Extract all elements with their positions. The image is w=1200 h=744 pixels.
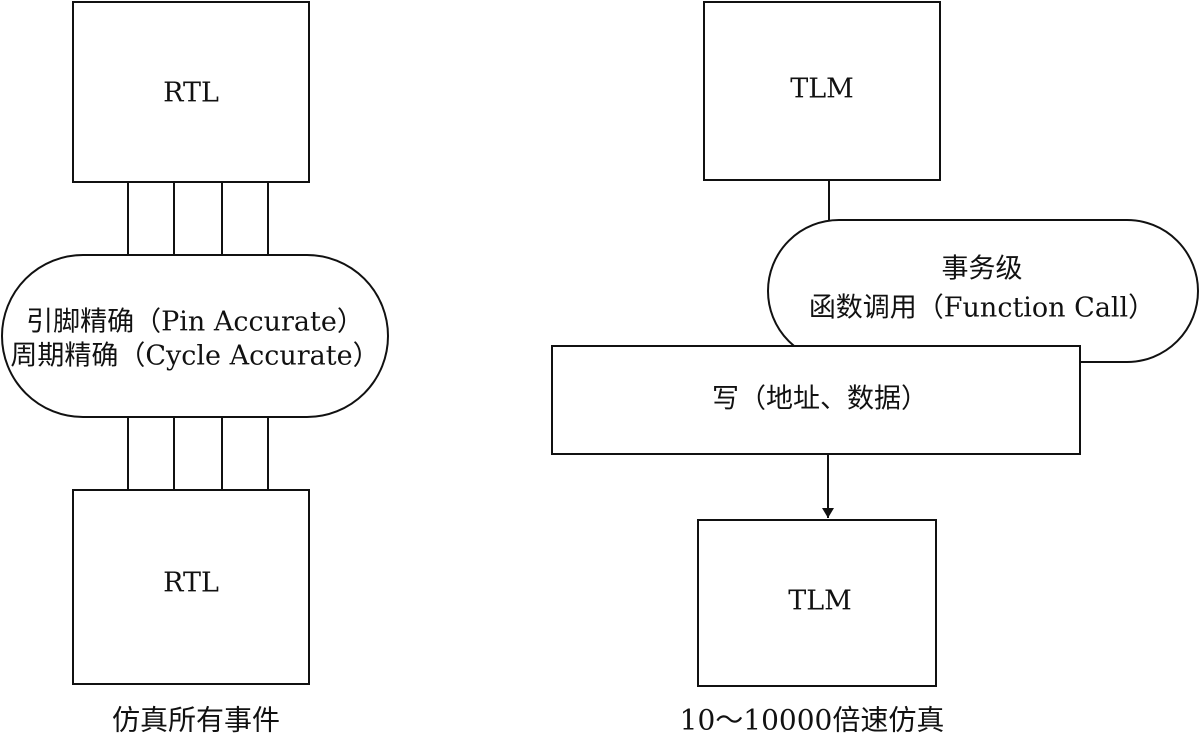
- transaction-level-label: 事务级: [942, 254, 1023, 285]
- tlm-bottom-block: [697, 519, 937, 687]
- write-address-data-label: 写（地址、数据）: [712, 384, 928, 415]
- write-block: [551, 345, 1081, 455]
- pin-wires-bottom: [127, 414, 269, 490]
- right-caption: 10～10000倍速仿真: [680, 704, 945, 737]
- rtl-top-block: [72, 1, 310, 183]
- pin-accurate-label: 引脚精确（Pin Accurate）: [26, 307, 364, 338]
- function-call-capsule: [767, 219, 1199, 363]
- pin-interface-capsule: [1, 254, 389, 418]
- cycle-accurate-label: 周期精确（Cycle Accurate）: [10, 341, 379, 372]
- left-caption: 仿真所有事件: [112, 704, 280, 737]
- pin-wires-top: [127, 182, 269, 258]
- left-panel: RTL 引脚精确（Pin Accurate） 周期精确（Cycle Accura…: [1, 1, 389, 737]
- function-call-label: 函数调用（Function Call）: [809, 293, 1155, 324]
- tlm-top-block: [703, 1, 941, 181]
- tlm-bottom-label: TLM: [788, 586, 852, 617]
- rtl-bottom-block: [72, 489, 310, 685]
- right-panel: TLM 事务级 写（地址、数据） 函数调用（Function Call） TLM…: [551, 1, 1199, 737]
- rtl-bottom-label: RTL: [163, 568, 219, 599]
- rtl-top-label: RTL: [163, 78, 219, 109]
- tlm-top-label: TLM: [790, 74, 854, 105]
